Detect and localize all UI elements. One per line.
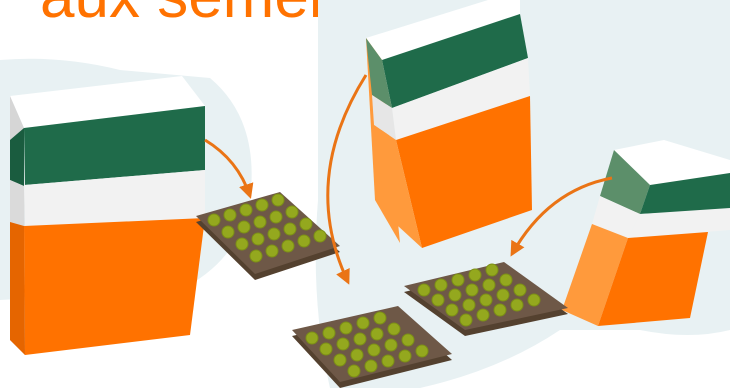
seedling <box>320 343 332 355</box>
seedling <box>368 344 380 356</box>
seedling <box>494 304 506 316</box>
seedling <box>282 240 294 252</box>
seedling <box>399 350 411 362</box>
seedling <box>348 365 360 377</box>
seedling <box>469 269 481 281</box>
seedling <box>272 194 284 206</box>
seedling <box>256 199 268 211</box>
seedling <box>222 226 234 238</box>
seedling <box>382 355 394 367</box>
seedling <box>460 314 472 326</box>
seedling <box>511 299 523 311</box>
seedling <box>371 328 383 340</box>
seedling <box>208 214 220 226</box>
seedling <box>500 274 512 286</box>
seedling <box>266 245 278 257</box>
seedling <box>388 323 400 335</box>
seedling <box>238 221 250 233</box>
seedling <box>480 294 492 306</box>
seedling <box>497 289 509 301</box>
seedling <box>528 294 540 306</box>
seedling <box>435 279 447 291</box>
seedling <box>385 339 397 351</box>
seedling <box>306 332 318 344</box>
seedling <box>284 223 296 235</box>
seed-packet <box>366 0 532 248</box>
seedling <box>354 333 366 345</box>
seedling <box>446 304 458 316</box>
seedling <box>365 360 377 372</box>
seedling <box>334 354 346 366</box>
seedling <box>224 209 236 221</box>
seedling <box>452 274 464 286</box>
seedling <box>486 264 498 276</box>
seedling <box>236 238 248 250</box>
seedling <box>357 317 369 329</box>
seedling <box>300 218 312 230</box>
seedling <box>337 338 349 350</box>
seedling <box>432 294 444 306</box>
seedling <box>463 299 475 311</box>
seedling <box>483 279 495 291</box>
seedling <box>340 322 352 334</box>
seedling <box>416 345 428 357</box>
seedling <box>351 349 363 361</box>
seed-packet <box>10 76 205 355</box>
seedling <box>514 284 526 296</box>
seedling <box>270 211 282 223</box>
seedling <box>466 284 478 296</box>
seedling <box>402 334 414 346</box>
seedling <box>240 204 252 216</box>
seedling <box>477 309 489 321</box>
seedling <box>268 228 280 240</box>
seedling <box>298 235 310 247</box>
seedling <box>418 284 430 296</box>
seedling <box>314 230 326 242</box>
seedling <box>286 206 298 218</box>
seedling <box>252 233 264 245</box>
seedling <box>449 289 461 301</box>
seedling <box>323 327 335 339</box>
seedling <box>374 312 386 324</box>
seedling <box>254 216 266 228</box>
seedling <box>250 250 262 262</box>
